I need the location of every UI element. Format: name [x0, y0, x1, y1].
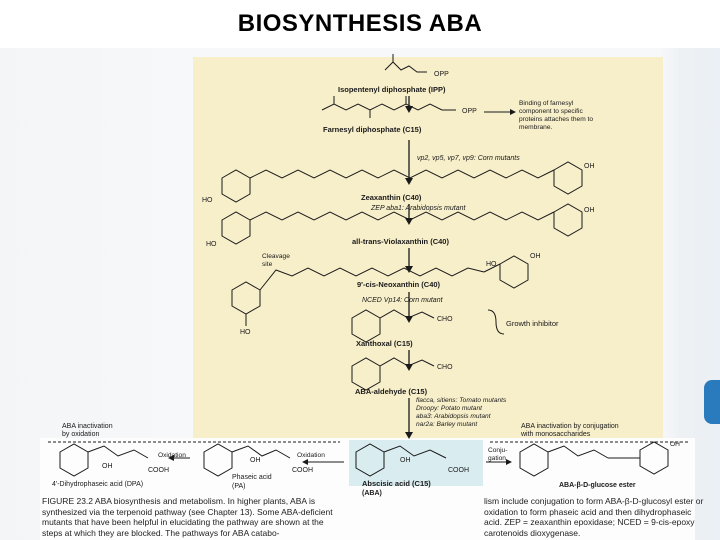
- arrow-7-head: [405, 432, 413, 439]
- aba-short-label: (ABA): [362, 490, 382, 497]
- ipp-opp-label: OPP: [434, 71, 449, 78]
- conjugation-label: Conju- gation: [488, 447, 509, 462]
- fpp-structure: [321, 96, 456, 118]
- vp-mutants-label: vp2, vp5, vp7, vp9: Corn mutants: [417, 155, 520, 162]
- oxidation-label-2: Oxidation: [158, 452, 186, 459]
- oxidation-label-1: Oxidation: [297, 452, 325, 459]
- aba-cooh-label: COOH: [448, 467, 469, 474]
- slide-header: [0, 0, 720, 48]
- aba-aldehyde-label: ABA-aldehyde (C15): [355, 387, 428, 396]
- aba1-label: ZEP aba1: Arabidopsis mutant: [370, 205, 466, 212]
- zeaxanthin-oh-label: OH: [584, 163, 595, 170]
- mutants-list: flacca, sitiens: Tomato mutants Droopy: …: [416, 397, 508, 428]
- arrow-4-head: [405, 266, 413, 273]
- pa-oh-label: OH: [250, 457, 261, 464]
- xanthoxal-label: Xanthoxal (C15): [356, 339, 413, 348]
- glucose-ester-structure: [519, 441, 669, 477]
- zeaxanthin-label: Zeaxanthin (C40): [361, 193, 422, 202]
- fpp-opp-label: OPP: [462, 108, 477, 115]
- ipp-label: Isopentenyl diphosphate (IPP): [338, 85, 446, 94]
- pa-structure: [203, 443, 291, 477]
- slide-title: BIOSYNTHESIS ABA: [237, 10, 483, 37]
- neoxanthin-ho-label: HO: [240, 329, 251, 336]
- cleavage-label: Cleavage site: [262, 253, 292, 268]
- farnesyl-note: Binding of farnesyl component to specifi…: [519, 100, 595, 131]
- pa-label: Phaseic acid: [232, 474, 272, 481]
- zeaxanthin-ho-label: HO: [202, 197, 213, 204]
- aba-structure: [355, 443, 447, 477]
- neoxanthin-oh-label: OH: [530, 253, 541, 260]
- inactivation-oxidation-label: ABA inactivation by oxidation: [62, 423, 115, 438]
- arrow-conjugation-head: [506, 459, 512, 465]
- slide-decoration: [704, 380, 720, 424]
- pa-short-label: (PA): [232, 483, 245, 490]
- neoxanthin-structure: [231, 255, 529, 326]
- growth-brace: [487, 309, 505, 335]
- violaxanthin-ho-label: HO: [206, 241, 217, 248]
- glucose-ester-label: ABA-β-D-glucose ester: [559, 482, 636, 489]
- aba-label: Abscisic acid (C15): [362, 479, 431, 488]
- aba-oh-label: OH: [400, 457, 411, 464]
- arrow-dpa-head: [168, 455, 174, 461]
- violaxanthin-oh-label: OH: [584, 207, 595, 214]
- figure-caption-left: FIGURE 23.2 ABA biosynthesis and metabol…: [42, 496, 333, 538]
- xanthoxal-structure: [351, 309, 435, 343]
- neoxanthin-label: 9'-cis-Neoxanthin (C40): [357, 280, 441, 289]
- growth-inhibitor-label: Growth inhibitor: [506, 319, 559, 328]
- neoxanthin-ho2-label: HO: [486, 261, 497, 268]
- dpa-label: 4'-Dihydrophaseic acid (DPA): [52, 481, 143, 488]
- arrow-1-head: [405, 106, 413, 113]
- glucose-oh-label: OH: [670, 441, 680, 448]
- zeaxanthin-structure: [221, 161, 583, 203]
- arrow-farnesyl-head: [510, 109, 516, 115]
- dpa-cooh-label: COOH: [148, 467, 169, 474]
- arrow-2-head: [405, 178, 413, 185]
- violaxanthin-label: all-trans-Violaxanthin (C40): [352, 237, 449, 246]
- xanthoxal-cho-label: CHO: [437, 316, 453, 323]
- dpa-structure: [59, 443, 149, 477]
- dpa-oh-label: OH: [102, 463, 113, 470]
- aba-highlight: [349, 440, 483, 486]
- vp14-label: NCED Vp14: Corn mutant: [362, 297, 444, 304]
- aba-aldehyde-cho-label: CHO: [437, 364, 453, 371]
- pathway-panel: [193, 57, 663, 440]
- ipp-structure: [384, 54, 427, 73]
- inactivation-conjugation-label: ABA inactivation by conjugation with mon…: [520, 423, 621, 438]
- pa-cooh-label: COOH: [292, 467, 313, 474]
- arrow-pa-head: [302, 459, 308, 465]
- figure-caption-right: lism include conjugation to form ABA-β-D…: [484, 496, 704, 538]
- aba-aldehyde-structure: [351, 357, 435, 391]
- violaxanthin-structure: [221, 203, 583, 245]
- fpp-label: Farnesyl diphosphate (C15): [323, 125, 422, 134]
